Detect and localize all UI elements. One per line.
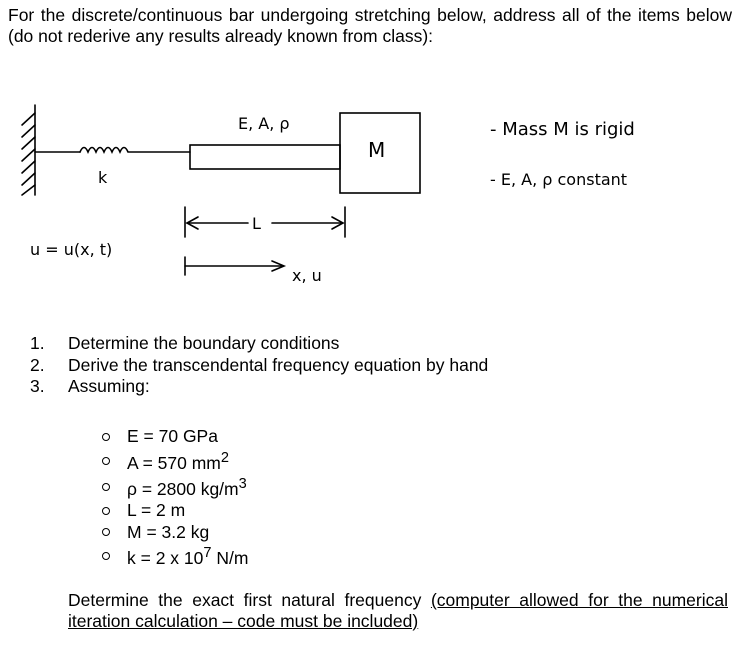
task-number: 3. [30, 376, 45, 396]
task-item: 3. Assuming: [30, 376, 630, 398]
task-number: 2. [30, 354, 45, 375]
parameter-text: ρ = 2800 kg/m3 [127, 475, 247, 499]
note-constant: - E, A, ρ constant [490, 170, 627, 189]
bar [189, 144, 341, 170]
task-item: 2. Derive the transcendental frequency e… [30, 355, 630, 377]
bar-props-label: E, A, ρ [238, 114, 290, 133]
mass-block [339, 112, 421, 194]
displacement-label: u = u(x, t) [30, 240, 112, 259]
task-list: 1. Determine the boundary conditions 2. … [30, 333, 630, 398]
wall-hatch [21, 112, 36, 196]
parameter-text: A = 570 mm2 [127, 449, 229, 473]
task-item: 1. Determine the boundary conditions [30, 333, 630, 355]
final-instruction: Determine the exact first natural freque… [68, 590, 728, 631]
bullet-circle-icon [102, 528, 110, 537]
task-text: Assuming: [68, 376, 150, 396]
bullet-circle-icon [102, 432, 110, 441]
computer-allowed-note: (computer allowed for the numerical iter… [68, 590, 728, 631]
length-label: L [252, 214, 261, 233]
parameter-text: L = 2 m [127, 500, 186, 521]
parameter-text: k = 2 x 107 N/m [127, 545, 249, 568]
axis-label: x, u [292, 266, 322, 285]
parameter-text: M = 3.2 kg [127, 521, 210, 542]
bullet-circle-icon [102, 456, 110, 465]
bar-diagram: E, A, ρ k M L u = u(x, t) x, u - Mass M … [21, 104, 635, 285]
parameter-text: E = 70 GPa [127, 426, 218, 446]
spring-label: k [98, 168, 108, 187]
parameter-item: M = 3.2 kg [102, 522, 248, 544]
parameter-item: ρ = 2800 kg/m3 [102, 474, 248, 500]
bullet-circle-icon [102, 552, 110, 561]
note-rigid: - Mass M is rigid [490, 119, 635, 140]
task-number: 1. [30, 333, 45, 353]
bullet-circle-icon [102, 506, 110, 515]
task-text: Determine the boundary conditions [68, 333, 340, 353]
parameter-list: E = 70 GPa A = 570 mm2 ρ = 2800 kg/m3 L … [102, 426, 248, 569]
parameter-item: L = 2 m [102, 500, 248, 522]
bullet-circle-icon [102, 482, 110, 491]
mass-label: M [368, 138, 385, 162]
problem-intro: For the discrete/continuous bar undergoi… [8, 5, 732, 46]
parameter-item: E = 70 GPa [102, 426, 248, 448]
spring [79, 146, 191, 154]
parameter-item: A = 570 mm2 [102, 448, 248, 474]
task-text: Derive the transcendental frequency equa… [68, 354, 489, 375]
parameter-item: k = 2 x 107 N/m [102, 543, 248, 569]
